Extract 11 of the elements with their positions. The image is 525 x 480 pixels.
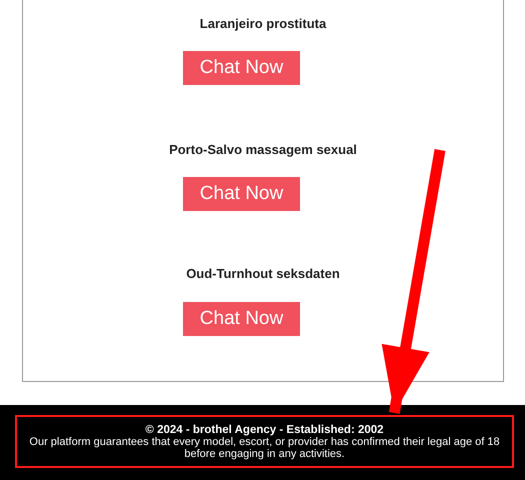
- listing-title: Oud-Turnhout seksdaten: [185, 266, 341, 281]
- age-disclaimer-text: Our platform guarantees that every model, escort, or provider has confirmed their legal age of 18 before engaging in any activities.: [28, 436, 501, 460]
- copyright-text: © 2024 - brothel Agency - Established: 2002: [144, 424, 385, 436]
- chat-button: Chat Now: [183, 51, 300, 85]
- arrow: [382, 149, 446, 414]
- listing-title: Laranjeiro prostituta: [198, 16, 328, 31]
- listing-card: [22, 0, 504, 382]
- footer-notice-box: [15, 415, 514, 468]
- chat-button: Chat Now: [183, 302, 300, 336]
- chat-button: Chat Now: [183, 177, 300, 211]
- listing-title: Porto-Salvo massagem sexual: [168, 142, 358, 157]
